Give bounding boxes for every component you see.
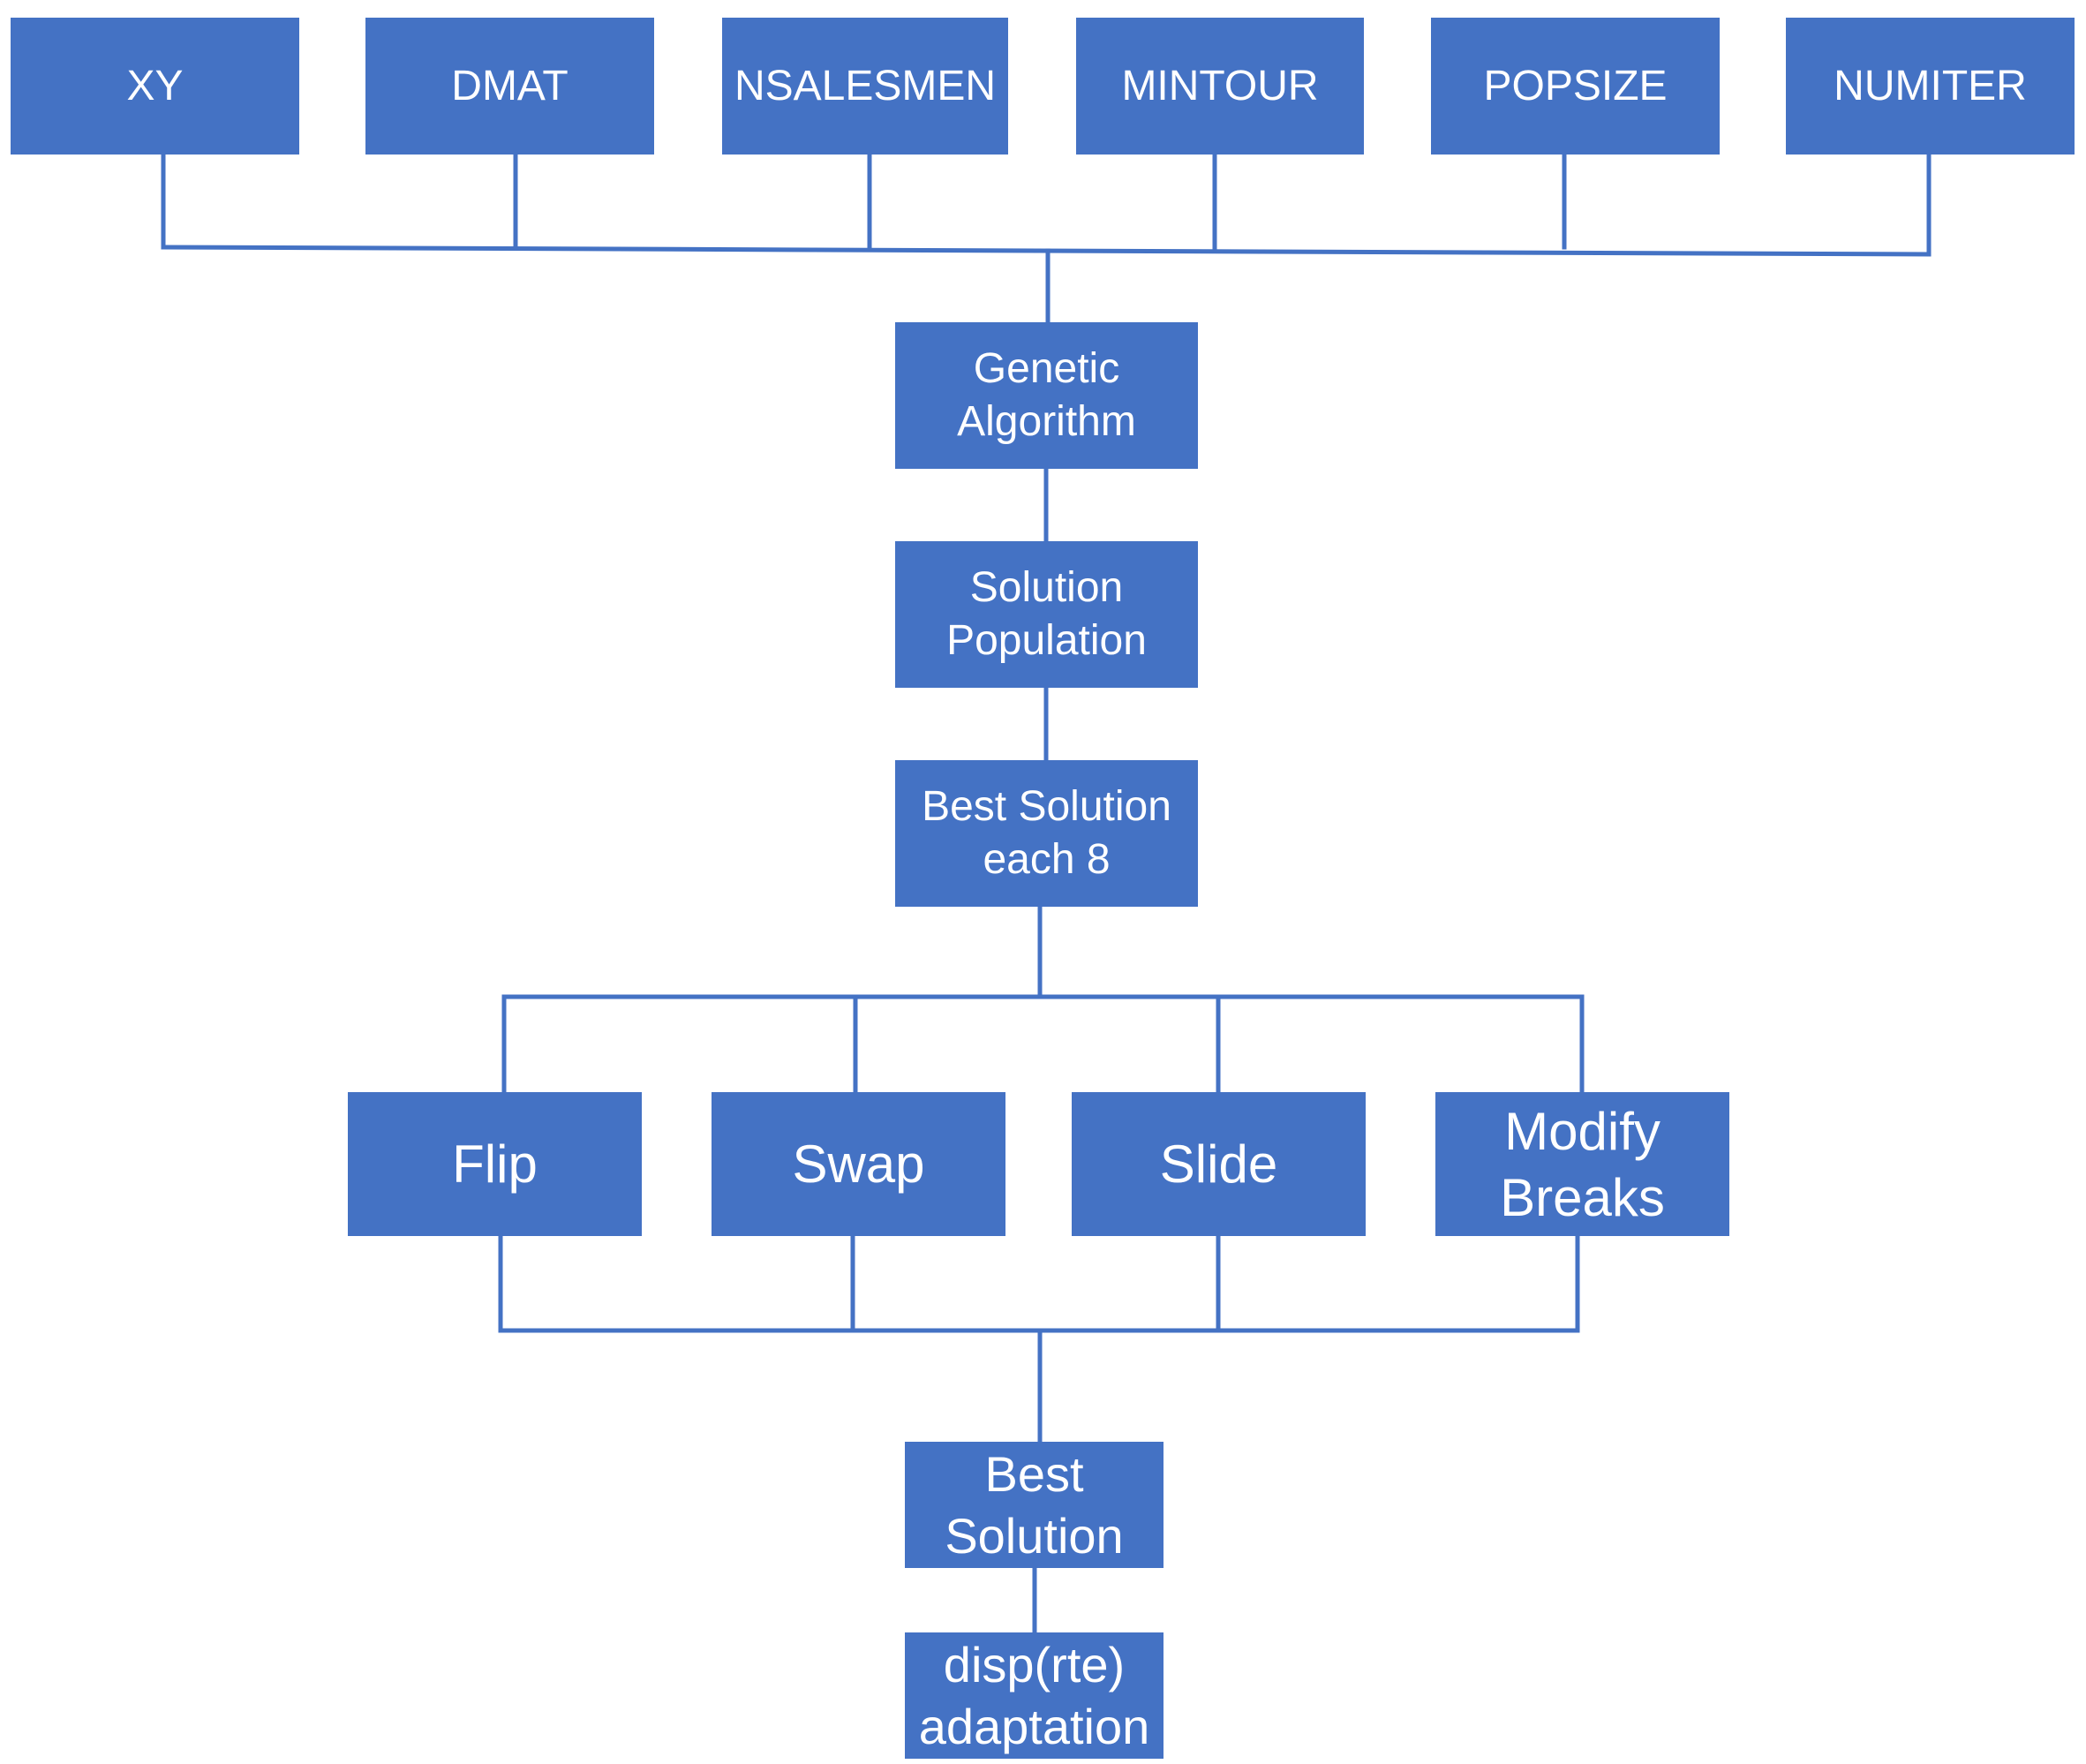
input-mintour-box: MINTOUR: [1076, 18, 1364, 155]
operator-modify-breaks-box: Modify Breaks: [1435, 1092, 1729, 1236]
display-adaptation-box: disp(rte) adaptation: [905, 1632, 1163, 1759]
operator-flip-label: Flip: [452, 1135, 538, 1194]
input-dmat-label: DMAT: [451, 62, 569, 109]
operator-swap-box: Swap: [712, 1092, 1005, 1236]
genetic-algorithm-box: Genetic Algorithm: [895, 322, 1198, 469]
input-numiter-label: NUMITER: [1834, 62, 2027, 109]
input-nsalesmen-box: NSALESMEN: [722, 18, 1008, 155]
input-popsize-box: POPSIZE: [1431, 18, 1720, 155]
best-solution-each-box: Best Solution each 8: [895, 760, 1198, 907]
input-nsalesmen-label: NSALESMEN: [734, 62, 997, 109]
input-xy-label: XY: [126, 62, 184, 109]
display-adaptation-label: disp(rte) adaptation: [918, 1636, 1150, 1754]
genetic-algorithm-label: Genetic Algorithm: [957, 345, 1136, 445]
solution-population-label: Solution Population: [946, 564, 1147, 664]
operator-modify-breaks-label: Modify Breaks: [1500, 1101, 1665, 1227]
best-solution-each-label: Best Solution each 8: [922, 783, 1171, 883]
input-dmat-box: DMAT: [365, 18, 654, 155]
operator-swap-label: Swap: [792, 1135, 925, 1194]
solution-population-box: Solution Population: [895, 541, 1198, 688]
operator-slide-label: Slide: [1159, 1135, 1278, 1194]
input-mintour-label: MINTOUR: [1121, 62, 1319, 109]
input-numiter-box: NUMITER: [1786, 18, 2075, 155]
input-xy-box: XY: [11, 18, 299, 155]
best-solution-box: Best Solution: [905, 1442, 1163, 1568]
operator-slide-box: Slide: [1072, 1092, 1366, 1236]
input-popsize-label: POPSIZE: [1483, 62, 1668, 109]
operator-flip-box: Flip: [348, 1092, 642, 1236]
best-solution-label: Best Solution: [945, 1445, 1124, 1564]
